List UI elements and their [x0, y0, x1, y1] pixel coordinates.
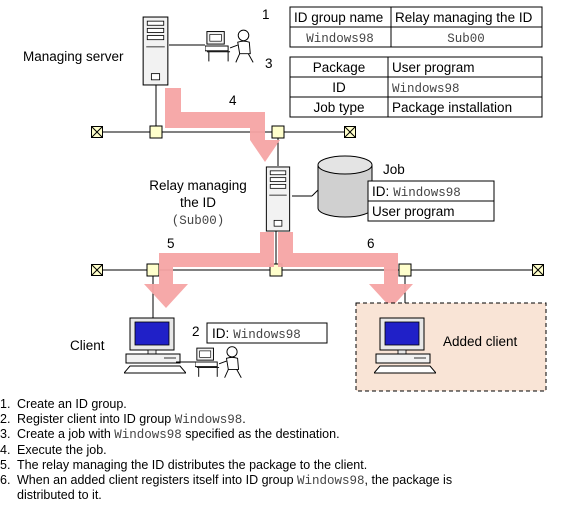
step-item: 2. Register client into ID group Windows9…	[0, 412, 561, 428]
step-code: Windows98	[297, 473, 365, 488]
network-terminator-icon	[532, 264, 544, 276]
step-text: Create a job with	[17, 427, 115, 442]
network-node	[271, 125, 285, 139]
package-value: User program	[392, 60, 475, 75]
arrow-distribute-added	[278, 232, 413, 308]
managing-server-label: Managing server	[23, 49, 124, 64]
step-text: .	[242, 411, 246, 426]
relay-id-label: (Sub00)	[172, 214, 225, 228]
client-id-box: ID: Windows98	[206, 322, 328, 344]
network-node	[149, 125, 163, 139]
job-box: ID: Windows98 User program	[367, 180, 495, 222]
callout-6: 6	[367, 236, 375, 251]
step-number: 3.	[0, 427, 11, 442]
client-pc-icon	[124, 317, 186, 374]
step-item: 6. When an added client registers itself …	[0, 473, 561, 503]
step-item: 1. Create an ID group.	[0, 397, 561, 412]
step-text: When an added client registers itself in…	[17, 472, 298, 487]
client-id-label: ID:	[212, 326, 229, 341]
relay-label-line2: the ID	[180, 195, 216, 210]
step-code: Windows98	[114, 428, 182, 443]
callout-3: 3	[265, 56, 273, 71]
id-group-table: ID group name Relay managing the ID Wind…	[289, 6, 543, 48]
step-list: 1. Create an ID group. 2. Register client i…	[0, 397, 561, 503]
package-label: Package	[313, 60, 366, 75]
managing-server-icon	[142, 16, 169, 86]
callout-1: 1	[262, 7, 270, 22]
package-id-value: Windows98	[392, 82, 460, 96]
id-group-relay-value: Sub00	[447, 32, 485, 46]
callout-2: 2	[192, 324, 200, 339]
step-number: 2.	[0, 411, 11, 426]
job-database-icon	[317, 155, 373, 218]
step-text: Create an ID group.	[17, 397, 127, 411]
step-text: specified as the destination.	[181, 427, 340, 442]
arrow-execute-job	[165, 88, 280, 162]
svg-text:ID:Windows98: ID: Windows98	[212, 326, 301, 342]
network-terminator-icon	[344, 126, 356, 138]
flow-arrows	[144, 88, 413, 308]
step-number: 6.	[0, 472, 11, 487]
package-table: Package User program ID Windows98 Job ty…	[289, 56, 543, 118]
job-id-value: Windows98	[393, 186, 461, 200]
job-type-label: Job type	[313, 100, 364, 115]
client-user-icon	[195, 346, 242, 379]
job-label: Job	[383, 162, 405, 177]
network-terminator-icon	[91, 126, 103, 138]
client-id-value: Windows98	[233, 328, 301, 342]
step-item: 4. Execute the job.	[0, 443, 561, 458]
id-group-name-value: Windows98	[306, 32, 374, 46]
step-text: The relay managing the ID distributes th…	[17, 457, 368, 472]
step-text: Execute the job.	[17, 443, 107, 458]
step-text: Register client into ID group	[17, 411, 175, 426]
network-node	[146, 263, 160, 277]
callout-5: 5	[167, 236, 175, 251]
step-number: 4.	[0, 443, 11, 458]
job-program-value: User program	[372, 204, 455, 219]
step-number: 5.	[0, 457, 11, 472]
step-number: 1.	[0, 397, 11, 411]
id-group-header-name: ID group name	[294, 10, 383, 25]
arrow-distribute-client	[144, 232, 274, 308]
job-id-label: ID:	[372, 184, 389, 199]
svg-text:ID:Windows98: ID: Windows98	[372, 184, 461, 200]
step-item: 5. The relay managing the ID distributes …	[0, 458, 561, 473]
client-label: Client	[70, 338, 105, 353]
id-group-header-relay: Relay managing the ID	[395, 10, 533, 25]
network-line-top	[91, 83, 356, 139]
job-type-value: Package installation	[392, 100, 512, 115]
relay-server-icon	[265, 166, 291, 232]
package-id-label: ID	[332, 80, 346, 95]
step-text: distributed to it.	[17, 488, 102, 503]
step-item: 3. Create a job with Windows98 specified …	[0, 427, 561, 443]
step-code: Windows98	[174, 412, 243, 427]
network-terminator-icon	[91, 264, 103, 276]
added-client-label: Added client	[443, 334, 518, 349]
network-node	[398, 263, 412, 277]
callout-4: 4	[229, 93, 237, 108]
relay-label-line1: Relay managing	[149, 178, 247, 193]
step-text: , the package is	[364, 472, 453, 487]
administrator-icon	[205, 29, 254, 63]
